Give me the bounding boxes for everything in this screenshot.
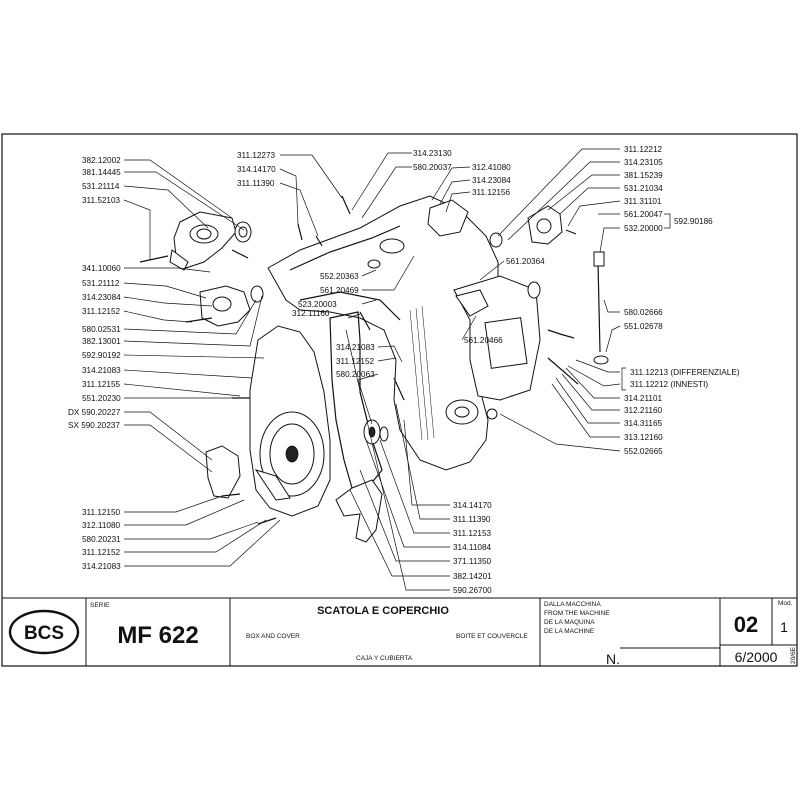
part-label: 580.20231 [82,535,121,544]
serial-n-label: N. [606,651,620,667]
part-label: 314.23130 [413,149,452,158]
part-label: 381.14445 [82,168,121,177]
mod-caption: Mod. [778,600,793,607]
part-label: 311.12212 [624,145,663,154]
part-label: 314.21083 [82,562,121,571]
part-label: 531.21034 [624,184,663,193]
from-machine-en: FROM THE MACHINE [544,610,610,617]
side-code: 20/6E [790,646,797,664]
part-label: 314.23105 [624,158,663,167]
model-number: MF 622 [117,622,198,649]
part-label: 590.26700 [453,586,492,595]
part-label: 551.02678 [624,322,663,331]
part-label: 561.20466 [464,336,503,345]
part-label: 311.12273 [237,151,276,160]
brand-logo [8,609,80,655]
part-label: 312.41080 [472,163,511,172]
title-block: BCS SERIE MF 622 SCATOLA E COPERCHIO BOX… [8,598,797,667]
leader-lines [123,148,671,591]
part-label: 561.20047 [624,210,663,219]
serie-caption: SERIE [90,602,110,609]
part-label: 580.20063 [336,370,375,379]
part-labels-bottom: 314.14170 311.11390 311.12153 314.11084 … [453,501,492,595]
part-label: 311.12212 (INNESTI) [630,380,708,389]
title-french: BOITE ET COUVERCLE [456,633,528,640]
title-english: BOX AND COVER [246,633,300,640]
from-machine-fr: DE LA MACHINE [544,628,595,635]
brand-name: BCS [24,623,64,644]
part-label: 551.20230 [82,394,121,403]
table-number: 02 [734,612,758,637]
part-label: 312.21160 [624,406,663,415]
part-label: 314.14170 [237,165,276,174]
part-label: 311.12213 (DIFFERENZIALE) [630,368,740,377]
part-label: 311.12152 [82,307,121,316]
part-labels-left: 382.12002 381.14445 531.21114 311.52103 … [68,156,121,571]
part-label: 580.20037 [413,163,452,172]
part-label: 382.13001 [82,337,121,346]
part-label: 314.21101 [624,394,663,403]
part-label: 552.02665 [624,447,663,456]
part-label: 311.11390 [453,515,491,524]
part-label: 552.20363 [320,272,359,281]
part-label: 382.12002 [82,156,121,165]
part-label: 311.12152 [336,357,375,366]
part-label: 314.11084 [453,543,492,552]
title-spanish: CAJA Y CUBIERTA [356,655,413,662]
part-label: 371.11350 [453,557,492,566]
part-label: SX 590.20237 [68,421,120,430]
part-label: 311.11390 [237,179,275,188]
from-machine-es: DE LA MAQUINA [544,619,595,626]
part-label: DX 590.20227 [68,408,121,417]
mod-number: 1 [780,619,788,635]
part-label: 592.90192 [82,351,121,360]
part-label: 580.02666 [624,308,663,317]
part-label: 312.11160 [292,309,330,318]
part-labels-middle: 552.20363 561.20469 523.20003 312.11160 … [292,257,545,379]
part-labels-top: 311.12273 314.14170 311.11390 314.23130 … [237,149,511,197]
sheet-frame [1,133,798,667]
part-label: 311.12152 [82,548,121,557]
part-label: 314.23084 [82,293,121,302]
part-label: 312.11080 [82,521,121,530]
title-italian: SCATOLA E COPERCHIO [317,605,449,617]
part-labels-right: 311.12212 314.23105 381.15239 531.21034 … [621,145,740,456]
part-label: 313.12160 [624,433,663,442]
part-label: 314.21083 [336,343,375,352]
part-label: 531.21114 [82,182,120,191]
part-label: 314.31165 [624,419,663,428]
part-label: 311.12156 [472,188,511,197]
part-label: 580.02531 [82,325,121,334]
part-label: 561.20469 [320,286,359,295]
part-label: 382.14201 [453,572,492,581]
part-label: 314.21083 [82,366,121,375]
assembly-illustration [139,195,609,543]
part-label: 523.20003 [298,300,337,309]
part-label: 311.12153 [453,529,492,538]
part-label: 314.14170 [453,501,492,510]
part-label: 311.12150 [82,508,121,517]
part-label: 561.20364 [506,257,545,266]
part-label: 592.90186 [674,217,713,226]
edition-date: 6/2000 [735,649,778,665]
from-machine-it: DALLA MACCHINA [544,601,601,608]
part-label: 532.20000 [624,224,663,233]
part-label: 314.23084 [472,176,511,185]
part-label: 531.21112 [82,279,120,288]
part-label: 381.15239 [624,171,663,180]
part-label: 341.10060 [82,264,121,273]
part-label: 311.12155 [82,380,121,389]
part-label: 311.31101 [624,197,662,206]
part-label: 311.52103 [82,196,121,205]
